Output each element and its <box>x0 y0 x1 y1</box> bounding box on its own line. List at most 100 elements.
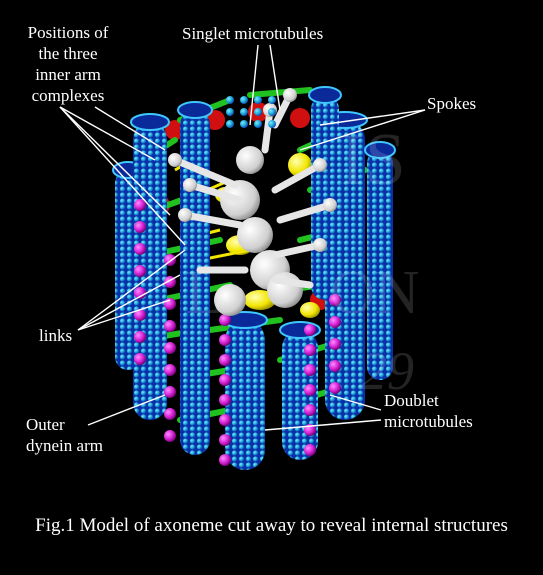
figure-caption: Fig.1 Model of axoneme cut away to revea… <box>35 515 508 536</box>
spoke-head <box>183 178 197 192</box>
doublet-column-top <box>308 86 342 104</box>
singlet-bead <box>268 96 276 104</box>
watermark-line: L <box>185 259 223 327</box>
singlet-bead <box>268 108 276 116</box>
dynein-bead <box>164 386 176 398</box>
dynein-bead <box>219 434 231 446</box>
doublet-column-top <box>364 141 396 159</box>
dynein-bead <box>219 394 231 406</box>
spoke <box>171 156 239 189</box>
dynein-bead <box>219 334 231 346</box>
leader-line <box>77 274 181 331</box>
dynein-bead <box>219 314 231 326</box>
spoke-head <box>283 88 297 102</box>
dynein-bead <box>164 342 176 354</box>
central-sphere <box>237 217 273 253</box>
label-line: Doublet <box>384 391 439 410</box>
label-line: inner arm <box>35 65 101 84</box>
singlet-bead <box>226 120 234 128</box>
label-line: microtubules <box>384 412 473 431</box>
leader-line <box>94 106 166 151</box>
spoke <box>271 276 314 289</box>
dynein-bead <box>134 287 146 299</box>
leader-line <box>59 106 171 216</box>
label-links: links <box>39 326 73 345</box>
dynein-bead <box>134 199 146 211</box>
doublet-column <box>225 320 265 470</box>
dynein-bead <box>304 444 316 456</box>
central-sphere <box>267 272 303 308</box>
dynein-bead <box>304 384 316 396</box>
label-line: dynein arm <box>26 436 103 455</box>
leader-line <box>299 109 426 151</box>
leader-line <box>59 106 156 161</box>
singlet-bead <box>240 108 248 116</box>
label-doublet-microtubules: Doublet microtubules <box>384 390 473 432</box>
dynein-bead <box>329 360 341 372</box>
label-line: the three <box>38 44 98 63</box>
singlet-bead <box>268 120 276 128</box>
dynein-bead <box>219 374 231 386</box>
doublet-column <box>180 110 210 455</box>
doublet-column-top <box>177 101 213 119</box>
spoke-head <box>178 208 192 222</box>
leader-line <box>87 394 166 426</box>
watermark-line: 29 <box>360 341 414 401</box>
watermark-line: IS <box>340 119 406 201</box>
label-outer-dynein-arm: Outer dynein arm <box>26 414 103 456</box>
dynein-bead <box>134 353 146 365</box>
spoke <box>276 201 334 224</box>
central-apparatus <box>168 88 337 316</box>
leader-line <box>264 419 382 431</box>
dynein-bead <box>329 294 341 306</box>
singlet-bead <box>254 108 262 116</box>
spoke-head <box>323 198 337 212</box>
label-line: Outer <box>26 415 65 434</box>
dynein-bead <box>304 344 316 356</box>
leader-line <box>329 394 382 411</box>
dynein-bead <box>304 404 316 416</box>
dynein-bead <box>329 316 341 328</box>
leader-lines <box>59 44 426 431</box>
dynein-bead <box>134 309 146 321</box>
dynein-bead <box>219 454 231 466</box>
central-sphere <box>214 284 246 316</box>
inner-arm-blob <box>290 108 310 128</box>
central-sphere <box>236 146 264 174</box>
label-singlet-microtubules: Singlet microtubules <box>182 24 324 43</box>
singlet-bead <box>240 120 248 128</box>
dynein-bead <box>134 221 146 233</box>
spoke-head <box>313 158 327 172</box>
leader-line <box>59 106 186 246</box>
label-inner-arm-complexes: Positions of the three inner arm complex… <box>19 22 117 106</box>
leader-line <box>319 109 426 126</box>
dynein-bead <box>134 243 146 255</box>
doublet-column <box>367 150 393 380</box>
dynein-bead <box>164 364 176 376</box>
spoke <box>181 211 244 229</box>
spoke-head <box>168 153 182 167</box>
dynein-bead <box>134 265 146 277</box>
singlet-bead <box>226 108 234 116</box>
dynein-bead <box>219 414 231 426</box>
singlet-bead <box>254 96 262 104</box>
label-spokes: Spokes <box>427 94 477 113</box>
dynein-bead <box>164 320 176 332</box>
dynein-bead <box>134 331 146 343</box>
leader-line <box>77 249 186 331</box>
singlet-bead <box>254 120 262 128</box>
dynein-bead <box>304 324 316 336</box>
label-line: complexes <box>31 86 105 105</box>
yellow-element <box>300 302 320 318</box>
spoke <box>271 241 324 259</box>
leader-line <box>249 44 259 126</box>
dynein-bead <box>219 354 231 366</box>
singlet-bead <box>240 96 248 104</box>
link-bar <box>247 87 313 98</box>
watermark-line: ON <box>330 259 420 327</box>
dynein-bead <box>164 298 176 310</box>
spoke <box>186 181 244 204</box>
dynein-bead <box>304 364 316 376</box>
